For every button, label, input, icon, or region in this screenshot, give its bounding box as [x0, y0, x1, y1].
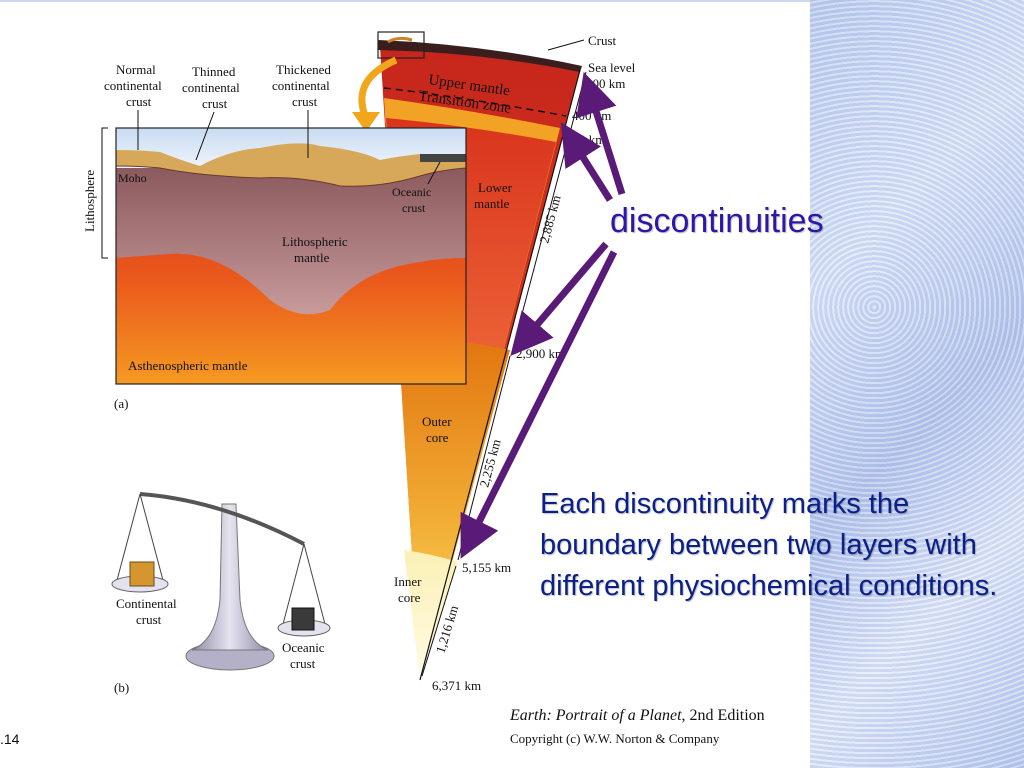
label-continental-crust-2: crust [136, 612, 162, 627]
label-continental-crust-1: Continental [116, 596, 177, 611]
arrow-to-5155km [460, 250, 618, 559]
crust-band [378, 40, 582, 72]
arrow-to-2900km [510, 241, 609, 356]
label-thinned-2: continental [182, 80, 240, 95]
arrow-to-660km [560, 122, 613, 202]
right-pan-strings [281, 543, 327, 629]
continental-crust-region [116, 143, 466, 187]
label-oceanic-crust-2: crust [402, 201, 426, 215]
zoom-arrow-head [352, 112, 380, 132]
label-asthenospheric-mantle: Asthenospheric mantle [128, 358, 248, 373]
label-normal-1: Normal [116, 62, 156, 77]
label-thickened-3: crust [292, 94, 318, 109]
label-sea-level: Sea level [588, 60, 636, 75]
label-lithospheric-mantle-1: Lithospheric [282, 234, 348, 249]
balance-beam [139, 492, 305, 546]
label-normal-2: continental [104, 78, 162, 93]
left-pan-strings [115, 493, 165, 585]
label-thickened-2: continental [272, 78, 330, 93]
decorative-background [810, 0, 1024, 768]
measure-line [419, 69, 581, 681]
label-normal-3: crust [126, 94, 152, 109]
label-oceanic-crust-1: Oceanic [392, 185, 431, 199]
continental-crust-block [129, 561, 155, 587]
transition-boundary-line [383, 87, 567, 117]
book-title-italic: Earth: Portrait of a Planet [510, 707, 682, 724]
depth-5155: 5,155 km [462, 560, 511, 575]
depth-100: 100 km [586, 76, 625, 91]
caption-b: (b) [114, 680, 129, 695]
book-title: Earth: Portrait of a Planet, 2nd Edition [510, 707, 765, 725]
label-oceanic-crust-b2: crust [290, 656, 316, 671]
label-lower-mantle-1: Lower [478, 180, 513, 195]
depth-6371: 6,371 km [432, 678, 481, 693]
copyright-line: Copyright (c) W.W. Norton & Company [510, 731, 720, 746]
discontinuity-arrows [460, 71, 626, 559]
label-lithosphere: Lithosphere [82, 170, 97, 232]
label-moho: Moho [118, 171, 147, 185]
panel-a [115, 127, 467, 385]
depth-400: 400 km [572, 108, 611, 123]
label-thickened-1: Thickened [276, 62, 331, 77]
label-inner-core-2: core [398, 590, 421, 605]
explanation-text: Each discontinuity marks the boundary be… [540, 488, 998, 602]
zoom-box-detail [387, 36, 413, 44]
label-inner-core-1: Inner [394, 574, 422, 589]
label-outer-core-1: Outer [422, 414, 452, 429]
top-rule [0, 0, 810, 2]
discontinuities-label: discontinuities [610, 202, 824, 240]
zoom-arrow [358, 56, 398, 120]
zoom-box [377, 31, 425, 59]
balance-pole [191, 503, 269, 651]
arrow-to-100km [576, 71, 626, 196]
label-outer-core-2: core [426, 430, 449, 445]
wedge-inner-core [404, 550, 458, 680]
earth-wedge [377, 31, 587, 681]
panel-b-balance [111, 492, 331, 671]
figure-number: .14 [0, 731, 20, 747]
lithosphere-bracket [101, 127, 108, 259]
label-lithospheric-mantle-2: mantle [294, 250, 330, 265]
label-oceanic-crust-b1: Oceanic [282, 640, 325, 655]
inner-core-thickness-line [421, 565, 457, 677]
oceanic-crust-layer [420, 154, 466, 162]
label-crust: Crust [588, 33, 617, 48]
oceanic-crust-block [291, 607, 315, 631]
label-thinned-1: Thinned [192, 64, 236, 79]
mantle-thickness-line [512, 71, 587, 349]
panel-a-labels: Normal continental crust Thinned contine… [82, 62, 441, 411]
caption-a: (a) [114, 396, 128, 411]
book-title-edition: , 2nd Edition [681, 707, 765, 724]
moho-boundary [115, 165, 467, 187]
label-thinned-3: crust [202, 96, 228, 111]
label-lower-mantle-2: mantle [474, 196, 510, 211]
lithospheric-mantle-region [116, 168, 466, 315]
